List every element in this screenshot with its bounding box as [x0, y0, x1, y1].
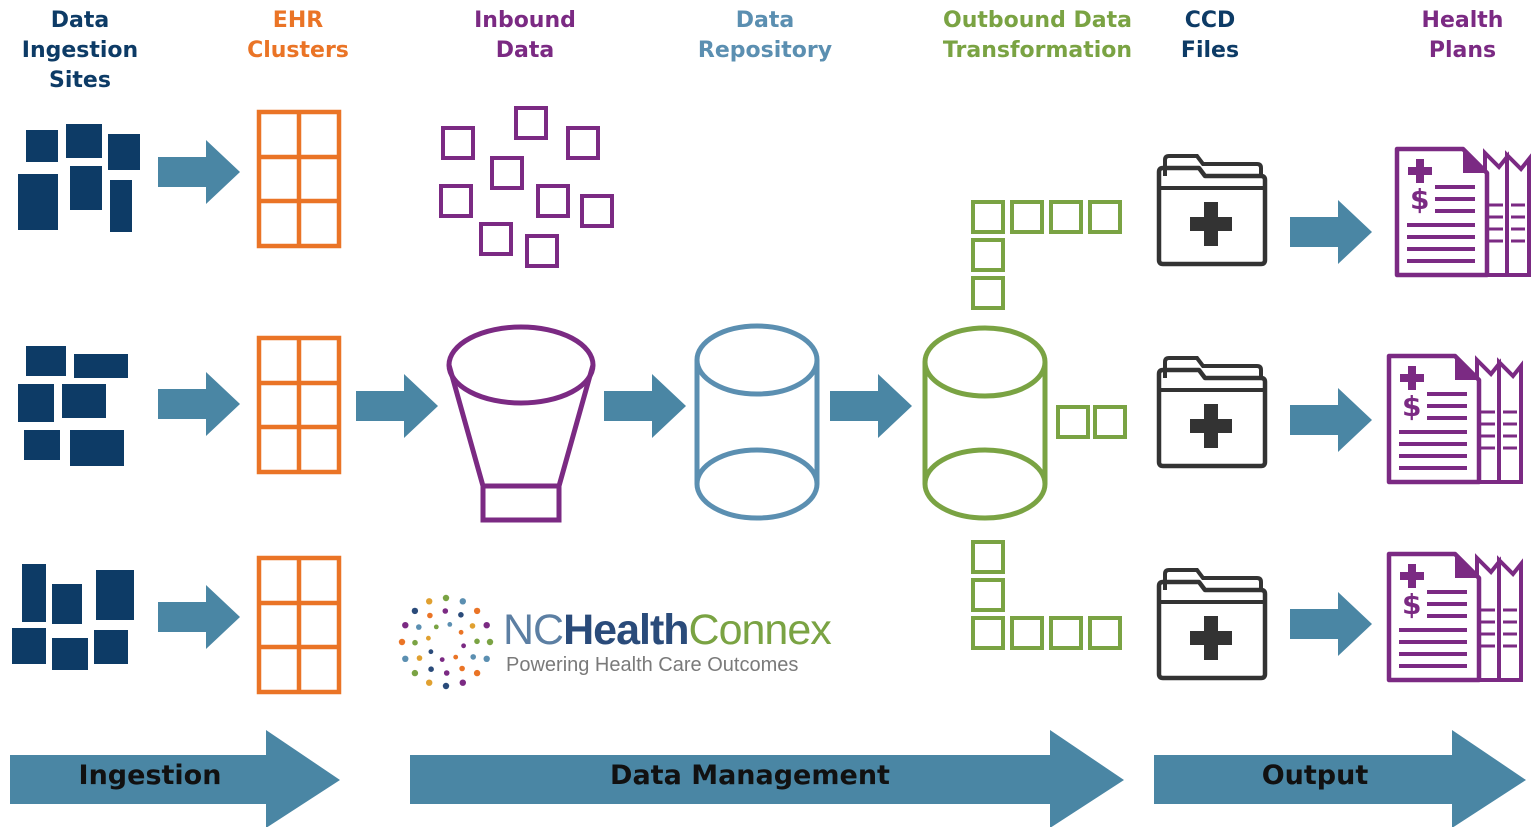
column-title-data-repository: Data Repository	[697, 8, 833, 63]
folder-plus-icon	[1159, 156, 1265, 264]
logo-dot	[459, 665, 465, 672]
logo-dot	[458, 629, 464, 635]
logo-dot	[426, 635, 431, 641]
arrow-right-icon	[158, 585, 240, 649]
logo-dot	[469, 623, 476, 629]
data-site-icon	[18, 124, 140, 232]
logo-wordmark: NCHealthConnex	[503, 606, 832, 654]
output-band-arrow	[1154, 730, 1526, 827]
ehr-cluster-icon	[259, 558, 339, 692]
arrow-right-icon	[158, 372, 240, 436]
folder-plus-icon	[1159, 570, 1265, 678]
logo-dot	[428, 666, 434, 672]
band-label-output: Output	[1261, 760, 1369, 791]
column-title-inbound-data: Inbound Data	[474, 8, 576, 63]
column-title-data-ingestion-sites: Data Ingestion Sites	[21, 8, 139, 93]
health-plan-document-icon	[1389, 554, 1521, 680]
arrow-right-icon	[1290, 388, 1372, 452]
logo-dot	[439, 657, 445, 662]
data-site-icon	[12, 564, 134, 670]
logo-dot	[428, 649, 434, 655]
database-icon	[922, 325, 1048, 521]
logo-dot	[447, 622, 453, 627]
logo-dot	[427, 612, 433, 619]
logo-dot	[412, 639, 418, 646]
logo-health: Health	[563, 606, 689, 654]
ehr-cluster-icon	[259, 112, 339, 246]
column-title-ccd-files: CCD Files	[1180, 8, 1240, 63]
logo-dot	[459, 598, 466, 605]
logo-dot	[402, 655, 409, 662]
outbound-data-squares-icon	[971, 200, 1127, 650]
logo-dot	[416, 655, 423, 661]
nc-healthconnex-logo-mark	[398, 594, 494, 690]
arrow-right-icon	[158, 140, 240, 204]
ehr-cluster-icon	[259, 338, 339, 472]
logo-dot	[459, 679, 466, 686]
column-title-ehr-clusters: EHR Clusters	[247, 8, 349, 63]
logo-connex: Connex	[688, 606, 832, 654]
logo-dot	[426, 598, 433, 605]
arrow-right-icon	[604, 374, 686, 438]
logo-dot	[473, 607, 481, 615]
logo-tagline: Powering Health Care Outcomes	[506, 654, 799, 676]
logo-dot	[398, 638, 406, 646]
logo-dot	[416, 624, 422, 630]
logo-dot	[411, 669, 419, 677]
folder-plus-icon	[1159, 358, 1265, 466]
logo-dot	[458, 612, 464, 618]
logo-dot	[453, 654, 459, 660]
logo-dot	[461, 643, 466, 649]
logo-dot	[426, 679, 433, 686]
logo-dot	[442, 608, 449, 614]
logo-nc: NC	[503, 606, 564, 654]
logo-dot	[483, 622, 490, 629]
column-title-health-plans: Health Plans	[1421, 8, 1504, 63]
logo-dot	[473, 669, 481, 677]
column-title-outbound-data-transformation: Outbound Data Transformation	[942, 8, 1133, 63]
logo-dot	[470, 654, 477, 660]
arrow-right-icon	[1290, 592, 1372, 656]
logo-dot	[483, 655, 490, 662]
arrow-right-icon	[1290, 200, 1372, 264]
band-label-data-management: Data Management	[610, 760, 890, 791]
inbound-data-squares-icon	[439, 106, 614, 268]
logo-dot	[402, 622, 409, 629]
logo-dot	[442, 594, 450, 602]
health-plan-document-icon	[1397, 149, 1529, 275]
data-management-band-arrow	[410, 730, 1124, 827]
arrow-right-icon	[356, 374, 438, 438]
ingestion-band-arrow	[10, 730, 340, 827]
health-plan-document-icon	[1389, 356, 1521, 482]
logo-dot	[433, 624, 439, 630]
logo-dot	[442, 682, 450, 690]
nc-healthconnex-logo: NCHealthConnex Powering Health Care Outc…	[503, 606, 832, 677]
logo-dot	[474, 638, 480, 645]
arrow-right-icon	[830, 374, 912, 438]
data-site-icon	[18, 346, 128, 466]
logo-dot	[443, 670, 450, 676]
band-label-ingestion: Ingestion	[78, 760, 222, 791]
funnel-icon	[446, 324, 596, 523]
logo-dot	[411, 607, 419, 615]
database-icon	[694, 323, 820, 521]
logo-dot	[486, 638, 494, 646]
